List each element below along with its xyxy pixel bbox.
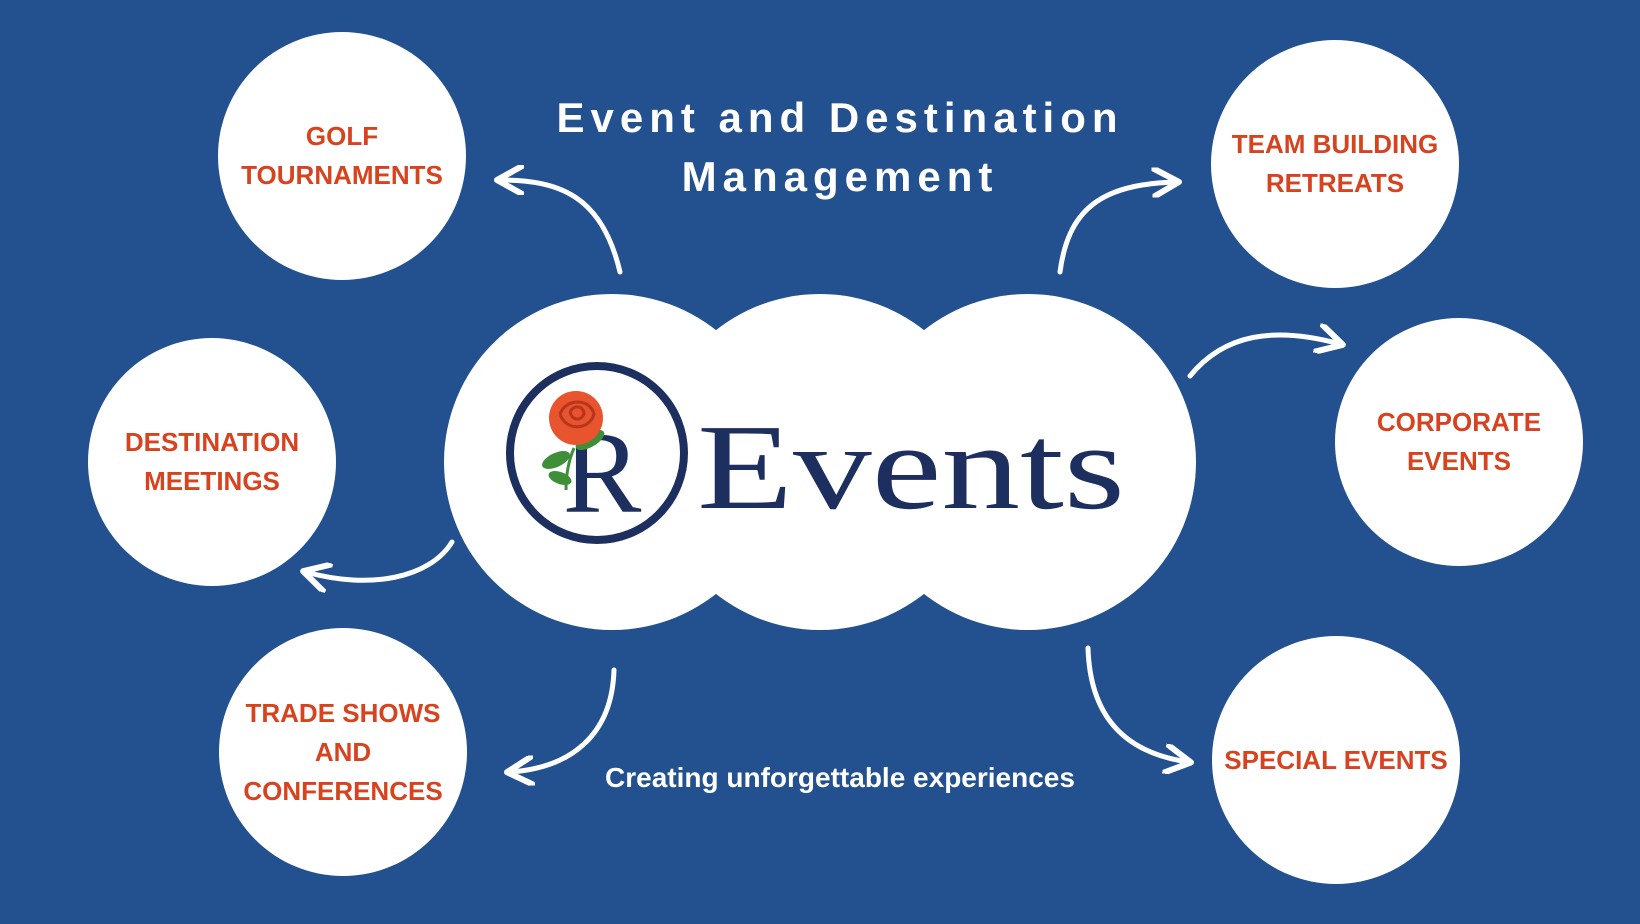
revents-logo: R Events	[506, 362, 1125, 544]
node-label: GOLF TOURNAMENTS	[241, 121, 443, 190]
node-label: TRADE SHOWS AND CONFERENCES	[243, 697, 443, 806]
arrow-to-special	[1085, 645, 1188, 762]
node-destination-meetings: DESTINATION MEETINGS	[88, 338, 336, 586]
arrow-to-trade-shows	[510, 667, 617, 772]
tagline: Creating unforgettable experiences	[605, 762, 1075, 793]
node-trade-shows-and-conferences: TRADE SHOWS AND CONFERENCES	[219, 628, 467, 876]
node-label: TEAM BUILDING RETREATS	[1231, 129, 1439, 198]
node-label: CORPORATE EVENTS	[1376, 407, 1542, 476]
diagram-title: Event and Destination Management	[556, 94, 1124, 200]
logo-wordmark: Events	[697, 400, 1125, 535]
rose-icon	[542, 391, 605, 491]
node-golf-tournaments: GOLF TOURNAMENTS	[218, 32, 466, 280]
node-special-events: SPECIAL EVENTS	[1212, 636, 1460, 884]
node-team-building-retreats: TEAM BUILDING RETREATS	[1211, 40, 1459, 288]
node-corporate-events: CORPORATE EVENTS	[1335, 318, 1583, 566]
node-label: DESTINATION MEETINGS	[124, 427, 300, 496]
arrow-to-corporate	[1187, 335, 1340, 379]
arrow-to-destination	[306, 539, 455, 580]
arrow-to-team-building	[1057, 182, 1176, 275]
connector-arrows	[306, 180, 1340, 772]
node-label: SPECIAL EVENTS	[1224, 744, 1448, 775]
arrow-to-golf	[500, 180, 623, 275]
logo-ring	[506, 362, 688, 544]
